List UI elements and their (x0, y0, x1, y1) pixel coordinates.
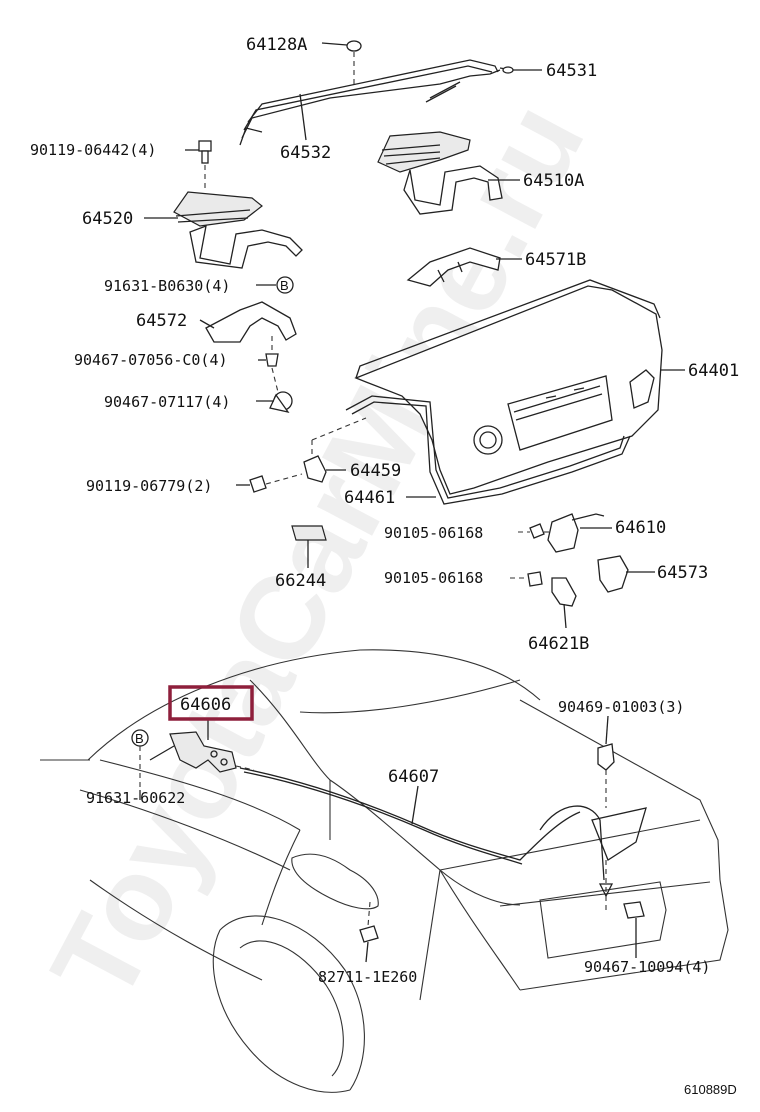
part-64571B-bracket (406, 247, 501, 287)
label-91631-60622: 91631-60622 (86, 789, 185, 807)
part-90467-07117-clip (269, 391, 293, 413)
label-90467-07056: 90467-07056-C0(4) (74, 351, 228, 369)
label-90105-06168-a: 90105-06168 (384, 524, 483, 542)
label-90467-10094: 90467-10094(4) (584, 958, 710, 976)
part-64606-lever (169, 731, 255, 773)
marker-b1: B (276, 276, 294, 294)
part-90467-07056-clip (265, 336, 279, 393)
label-64573: 64573 (657, 563, 708, 583)
label-82711-1E260: 82711-1E260 (318, 968, 417, 986)
part-64128A-drawing (346, 40, 362, 85)
part-64520-hinge (173, 191, 303, 269)
label-64606: 64606 (180, 695, 231, 715)
marker-b2-label: B (135, 731, 144, 746)
label-64510A: 64510A (523, 171, 584, 191)
marker-b2: B (131, 729, 149, 790)
label-90119-06779: 90119-06779(2) (86, 477, 212, 495)
label-64610: 64610 (615, 518, 666, 538)
label-66244: 66244 (275, 571, 326, 591)
part-66244-pad (291, 525, 327, 541)
diagram-code: 610889D (684, 1082, 737, 1097)
label-64128A: 64128A (246, 35, 307, 55)
car-body-drawing (40, 649, 729, 1093)
label-64571B: 64571B (525, 250, 586, 270)
label-64459: 64459 (350, 461, 401, 481)
part-64610-lock (518, 513, 605, 553)
label-64461: 64461 (344, 488, 395, 508)
label-90119-06442: 90119-06442(4) (30, 141, 156, 159)
marker-b1-label: B (280, 278, 289, 293)
label-64621B: 64621B (528, 634, 589, 654)
label-64572: 64572 (136, 311, 187, 331)
label-91631-B0630: 91631-B0630(4) (104, 277, 230, 295)
part-64461-weatherstrip (311, 395, 631, 505)
highlight-box-64606 (168, 685, 254, 721)
part-64459-stopper (303, 440, 327, 483)
leader-lines (139, 42, 685, 825)
label-90469-01003: 90469-01003(3) (558, 698, 684, 716)
label-64607: 64607 (388, 767, 439, 787)
part-64510A-hinge (377, 131, 503, 215)
label-64520: 64520 (82, 209, 133, 229)
part-64572-bracket (205, 301, 297, 343)
label-90105-06168-b: 90105-06168 (384, 569, 483, 587)
part-90467-10094-clip (623, 901, 645, 958)
part-64573-cover (597, 555, 629, 593)
label-64532: 64532 (280, 143, 331, 163)
part-82711-1E260-clip (359, 901, 379, 963)
part-90119-06442-bolt (198, 140, 212, 192)
label-90467-07117: 90467-07117(4) (104, 393, 230, 411)
part-labels: 64128A 64531 64532 90119-06442(4) 64510A… (30, 35, 739, 1097)
label-64401: 64401 (688, 361, 739, 381)
part-90119-06779-bolt (249, 473, 303, 493)
part-64401-trunk-lid (354, 279, 663, 495)
label-64531: 64531 (546, 61, 597, 81)
part-64621B-bracket (510, 571, 577, 607)
part-90469-01003-clip (597, 743, 615, 910)
